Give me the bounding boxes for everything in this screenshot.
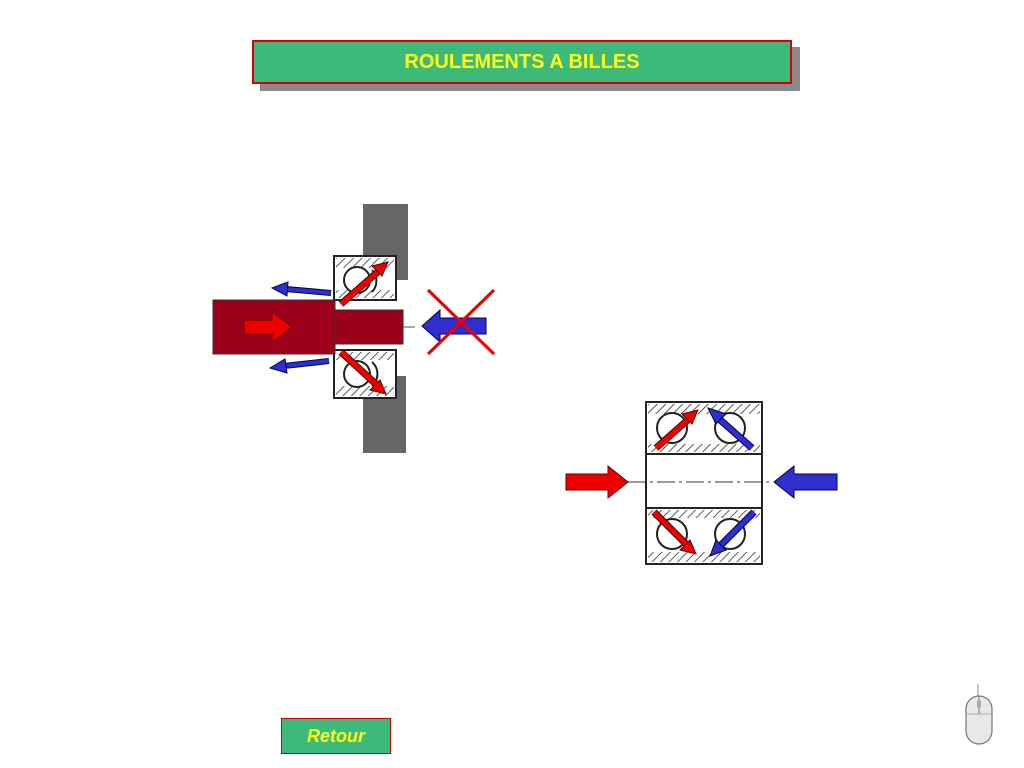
red-axial-arrow-right — [565, 464, 629, 500]
retour-button[interactable]: Retour — [281, 718, 391, 754]
shaft-end — [334, 309, 404, 345]
red-load-arrow-up — [338, 261, 389, 307]
red-load-arrow-right-up — [653, 409, 699, 451]
red-load-arrow-down — [338, 349, 387, 395]
blue-load-arrow-right-down — [709, 509, 757, 557]
blue-reaction-arrow-top — [270, 281, 332, 297]
red-load-arrow-right-down — [651, 509, 697, 555]
blue-axial-arrow-right — [773, 464, 838, 500]
blue-load-arrow-right-up — [707, 407, 755, 451]
mouse-icon — [965, 684, 993, 745]
blue-axial-arrow-rejected — [421, 308, 487, 344]
blue-reaction-arrow-bottom — [268, 358, 330, 374]
left-bearing — [333, 255, 397, 399]
double-row-bearing — [605, 400, 793, 572]
slide-title: ROULEMENTS A BILLES — [252, 40, 792, 84]
red-axial-arrow — [243, 311, 293, 343]
cross-icon — [426, 288, 496, 356]
